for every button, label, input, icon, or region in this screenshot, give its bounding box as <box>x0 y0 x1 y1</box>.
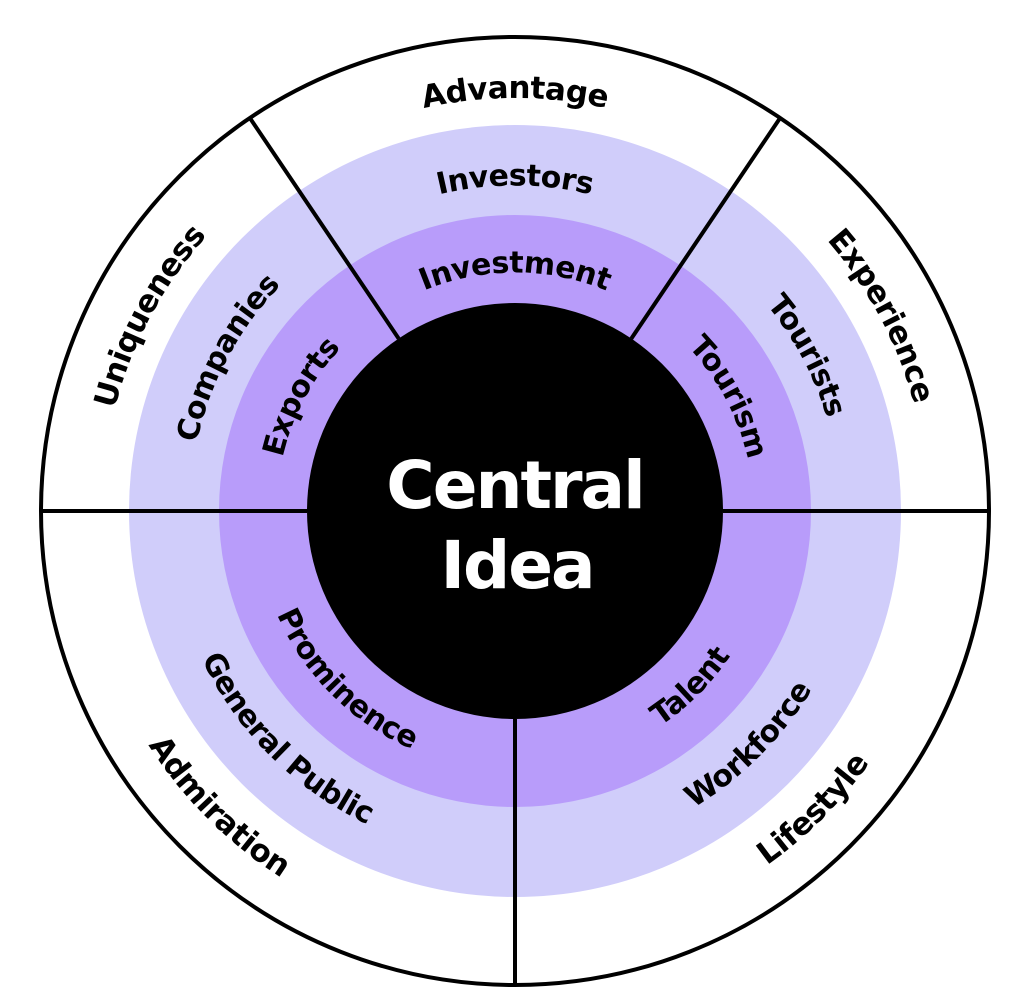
sector-divider-5 <box>248 116 401 340</box>
sector-dividers <box>41 116 989 985</box>
sector-divider-1 <box>629 116 782 340</box>
center-title-line1: Central <box>386 447 643 524</box>
center-title-line2: Idea <box>440 527 593 604</box>
center-circle <box>307 303 723 719</box>
